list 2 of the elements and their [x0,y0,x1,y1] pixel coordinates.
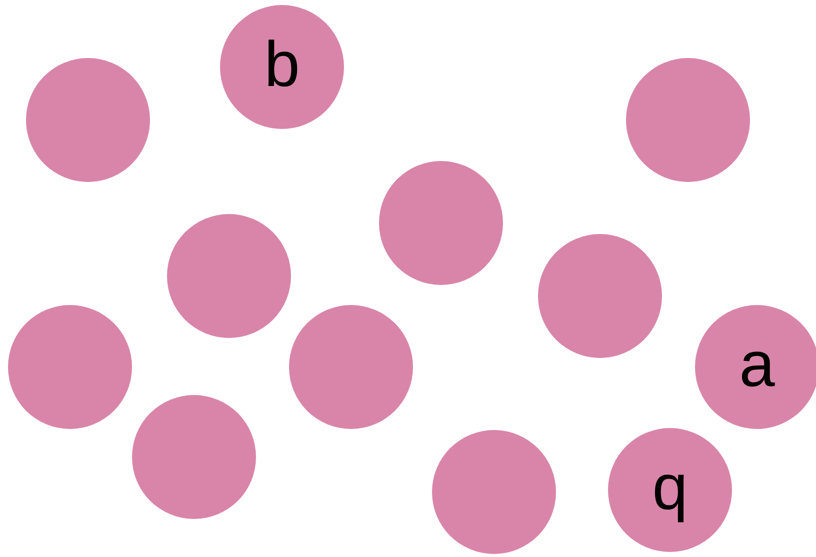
node-letter: a [739,332,775,396]
node-letter: b [264,32,300,96]
